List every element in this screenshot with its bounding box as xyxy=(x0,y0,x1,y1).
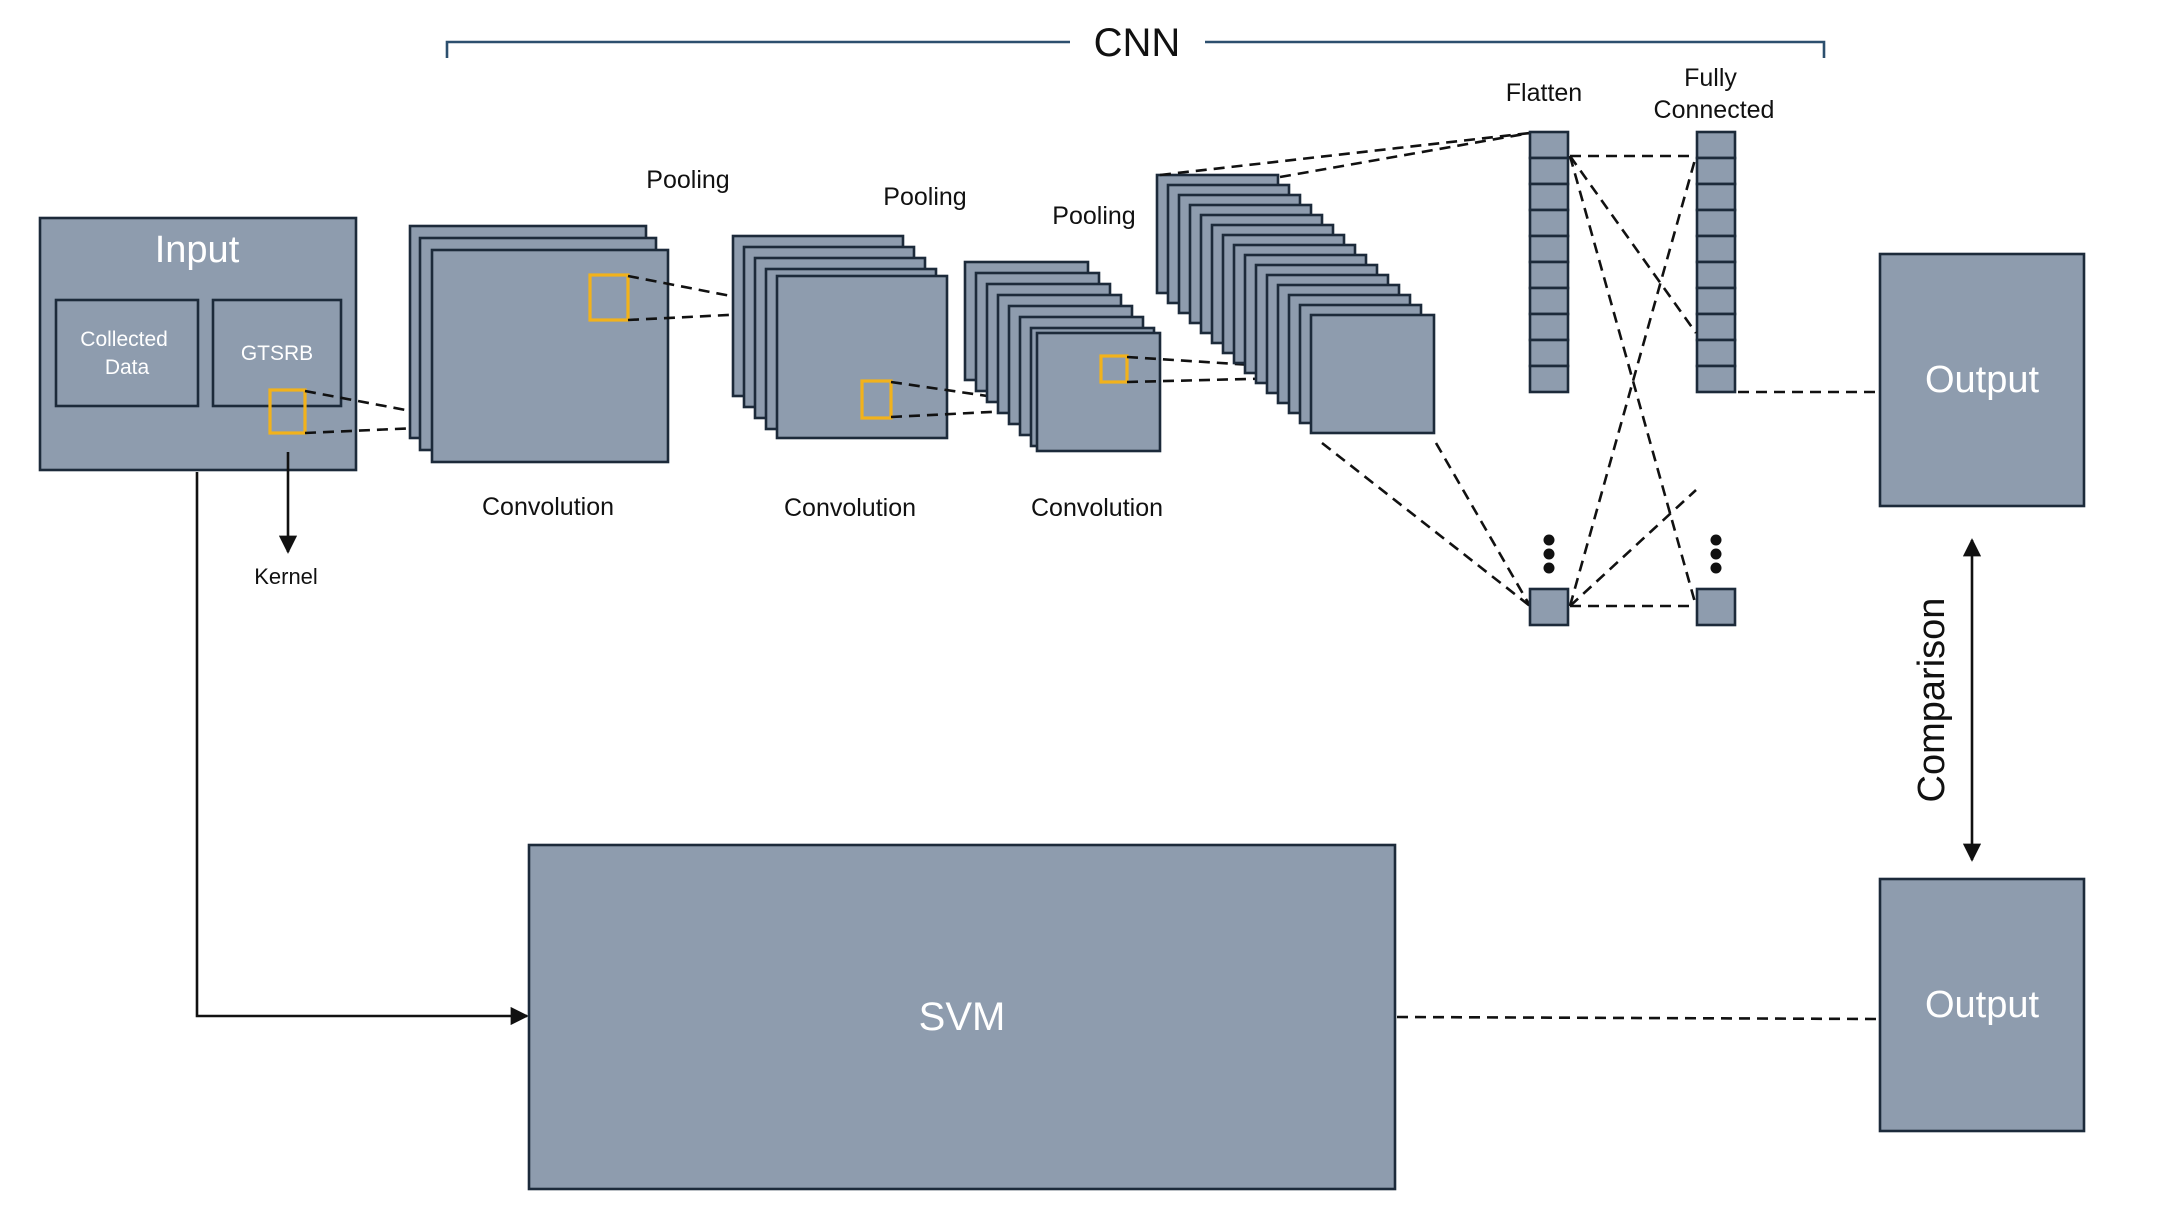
convolution-label-1: Convolution xyxy=(482,493,614,521)
input-block: Input Collected Data GTSRB xyxy=(38,216,358,472)
conv2-stack xyxy=(731,234,949,440)
pooled-feature-map xyxy=(1309,313,1436,435)
input-to-svm-arrow xyxy=(195,472,529,1026)
pool-to-flatten-link-1 xyxy=(1159,131,1531,177)
svm-to-output-link xyxy=(1396,1015,1877,1021)
fc-neuron xyxy=(1695,130,1737,160)
svm-output-box xyxy=(1878,877,2086,1133)
cnn-output-label: Output xyxy=(1925,359,2040,401)
flatten-neuron xyxy=(1528,312,1570,342)
convolution-label-3: Convolution xyxy=(1031,494,1163,522)
flatten-last-neuron xyxy=(1528,587,1570,627)
pool-to-flatten-link-4 xyxy=(1434,442,1532,607)
collected-data-label: Collected Data xyxy=(80,328,173,379)
gtsrb-label: GTSRB xyxy=(241,342,313,365)
flatten-neuron xyxy=(1528,208,1570,238)
flatten-ellipsis-dot xyxy=(1543,548,1555,560)
flatten-fc-connections xyxy=(1568,154,1698,608)
input-kernel-square xyxy=(268,388,307,435)
flatten-neuron xyxy=(1528,338,1570,368)
pooled-feature-maps-stack xyxy=(1155,173,1436,435)
fc-neuron xyxy=(1695,312,1737,342)
fc-ellipsis-dot xyxy=(1710,534,1722,546)
fc-neuron xyxy=(1695,182,1737,212)
fc-neuron xyxy=(1695,234,1737,264)
fc-neuron xyxy=(1695,338,1737,368)
fully-connected-line2: Connected xyxy=(1654,96,1775,124)
flatten-neuron xyxy=(1528,156,1570,186)
collected-data-line1: Collected xyxy=(80,328,168,351)
pool-to-flatten-link-3 xyxy=(1321,441,1531,608)
flatten-label: Flatten xyxy=(1506,79,1582,107)
fc-ellipsis-dot xyxy=(1710,548,1722,560)
fc-neuron xyxy=(1695,208,1737,238)
fully-connected-column xyxy=(1695,130,1737,627)
kernel-label: Kernel xyxy=(254,564,318,589)
conv1-stack xyxy=(408,224,670,464)
conv3-kernel-square xyxy=(1099,354,1129,384)
flatten-column xyxy=(1528,130,1570,627)
fc-neuron xyxy=(1695,364,1737,394)
svm-label: SVM xyxy=(919,995,1006,1039)
svm-box xyxy=(527,843,1397,1191)
flatten-neuron xyxy=(1528,182,1570,212)
fc-last-neuron xyxy=(1695,587,1737,627)
svm-output-label: Output xyxy=(1925,984,2040,1026)
gtsrb-box xyxy=(211,298,343,408)
flatten-neuron xyxy=(1528,364,1570,394)
collected-data-line2: Data xyxy=(105,356,150,379)
pooling-label-1: Pooling xyxy=(646,166,729,194)
fc-neuron xyxy=(1695,156,1737,186)
pooling-label-3: Pooling xyxy=(1052,202,1135,230)
flatten-neuron xyxy=(1528,260,1570,290)
pooling-label-2: Pooling xyxy=(883,183,966,211)
cnn-bracket xyxy=(445,40,1826,58)
conv1-kernel-square xyxy=(588,273,630,322)
fc-neuron xyxy=(1695,286,1737,316)
input-title: Input xyxy=(155,229,240,271)
conv3-stack xyxy=(963,260,1162,453)
collected-data-box xyxy=(54,298,200,408)
fc-neuron xyxy=(1695,260,1737,290)
flatten-ellipsis-dot xyxy=(1543,534,1555,546)
conv2-kernel-square xyxy=(860,379,893,420)
comparison-label: Comparison xyxy=(1911,598,1953,803)
flatten-neuron xyxy=(1528,234,1570,264)
pool-to-flatten-link-2 xyxy=(1279,131,1531,179)
fully-connected-label: Fully Connected xyxy=(1654,64,1775,124)
flatten-neuron xyxy=(1528,286,1570,316)
fc-ellipsis-dot xyxy=(1710,562,1722,574)
convolution-label-2: Convolution xyxy=(784,494,916,522)
flatten-ellipsis-dot xyxy=(1543,562,1555,574)
fully-connected-line1: Fully xyxy=(1684,64,1737,92)
cnn-output-box xyxy=(1878,252,2086,508)
flatten-neuron xyxy=(1528,130,1570,160)
cnn-label: CNN xyxy=(1094,21,1181,65)
